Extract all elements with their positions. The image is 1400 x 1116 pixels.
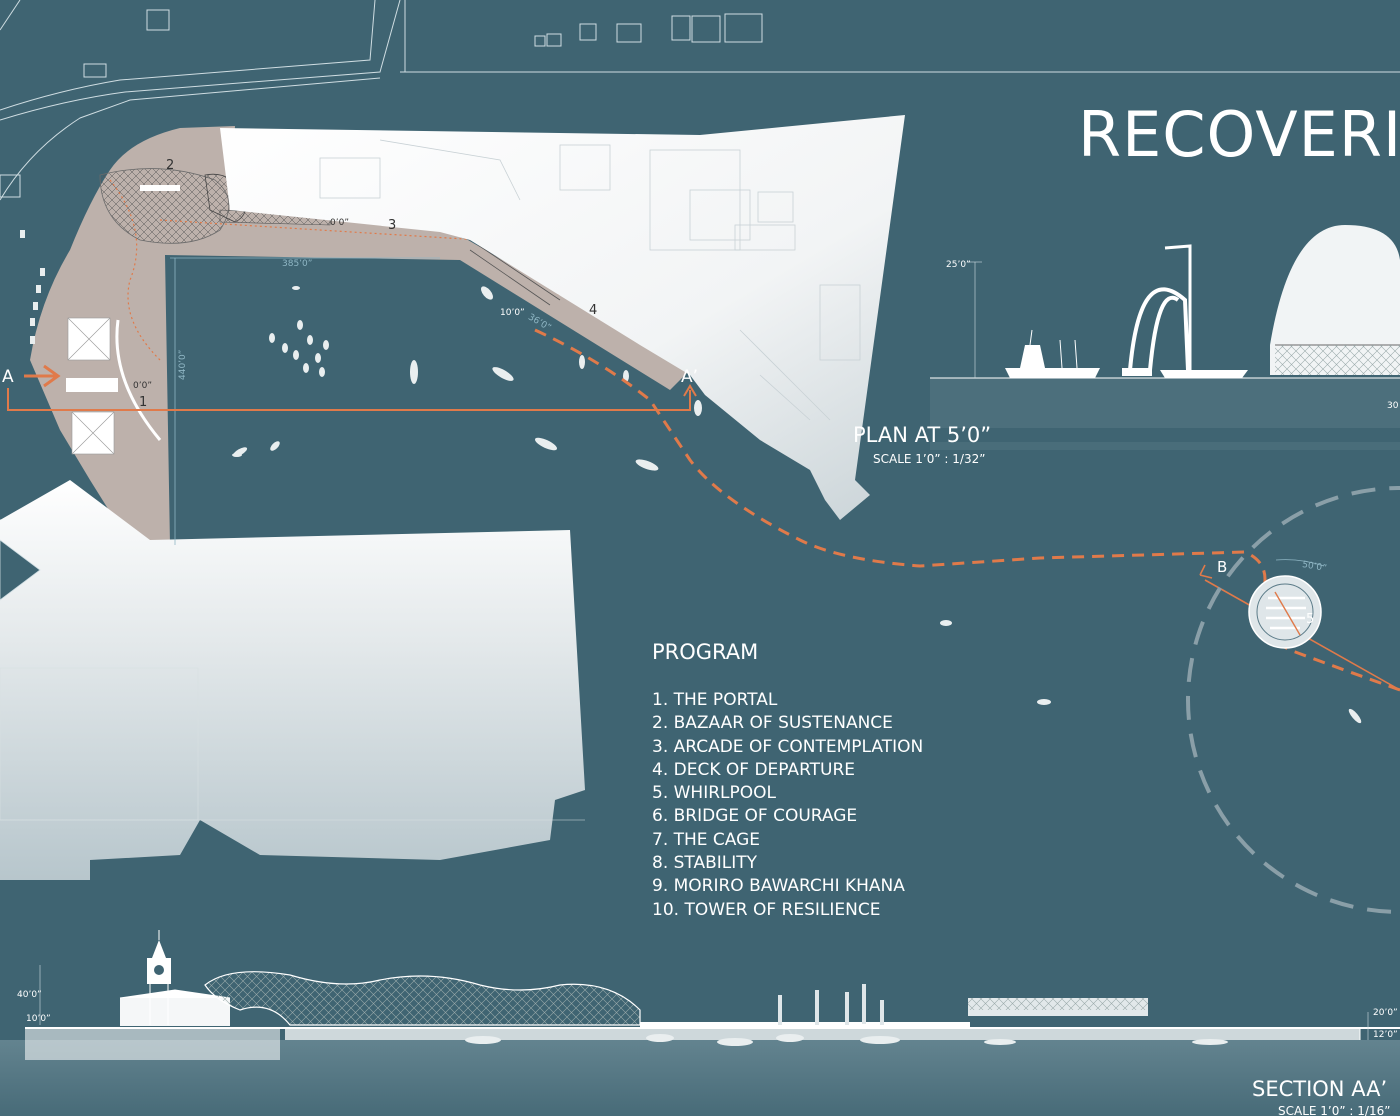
- program-item: 10. TOWER OF RESILIENCE: [652, 899, 881, 920]
- section-level-left-bottom: 10’0”: [26, 1014, 51, 1024]
- program-item: 7. THE CAGE: [652, 829, 761, 850]
- elevation-level-right: 30: [1387, 401, 1399, 411]
- plan-label: PLAN AT 5’0”: [853, 423, 992, 447]
- land-south: [0, 480, 585, 880]
- section-cut-a-label: A: [2, 367, 14, 387]
- land-north-outlines: [319, 139, 861, 421]
- section-label: SECTION AA’: [1252, 1077, 1388, 1101]
- program-item: 4. DECK OF DEPARTURE: [652, 759, 856, 780]
- program-list: 1. THE PORTAL 2. BAZAAR OF SUSTENANCE 3.…: [652, 689, 923, 922]
- section-level-left-top: 40’0”: [17, 990, 42, 1000]
- level-10: 10’0”: [500, 308, 525, 318]
- section-cut-aa: [7, 364, 697, 411]
- section-scale: SCALE 1’0” : 1/16”: [1278, 1104, 1391, 1116]
- zone-1-label: 1: [139, 395, 148, 410]
- section-cut-a-prime-label: A’: [681, 367, 699, 387]
- road-lines: [0, 0, 1400, 201]
- level-0-b: 0’0”: [330, 218, 349, 228]
- basin-dimensions: [170, 257, 440, 545]
- program-item: 8. STABILITY: [652, 853, 758, 874]
- plan-scale: SCALE 1’0” : 1/32”: [873, 452, 986, 466]
- program-item: 9. MORIRO BAWARCHI KHANA: [652, 876, 905, 897]
- whirlpool-dashed-circle: [1186, 486, 1400, 914]
- program-item: 2. BAZAAR OF SUSTENANCE: [652, 713, 893, 734]
- section-cut-b-label: B: [1217, 558, 1228, 576]
- dimension-height: 440’0”: [178, 349, 188, 380]
- whirlpool-structure: [1248, 575, 1322, 649]
- land-north: [220, 115, 905, 520]
- program-item: 5. WHIRLPOOL: [652, 783, 776, 804]
- program-item: 6. BRIDGE OF COURAGE: [652, 806, 858, 827]
- program-item: 1. THE PORTAL: [652, 690, 778, 710]
- dimension-width: 385’0”: [282, 259, 313, 269]
- page-title: RECOVERIN: [1078, 98, 1400, 171]
- zone-3-label: 3: [388, 218, 397, 233]
- zone-2-label: 2: [166, 158, 175, 173]
- top-buildings: [0, 9, 763, 581]
- section-level-right-bottom: 12’0”: [1373, 1030, 1398, 1040]
- section-level-right-top: 20’0”: [1373, 1008, 1398, 1018]
- section-drawing: [0, 930, 1400, 1116]
- program-heading: PROGRAM: [652, 640, 759, 664]
- left-dock-boats: [20, 230, 45, 344]
- level-0-a: 0’0”: [133, 381, 152, 391]
- program-item: 3. ARCADE OF CONTEMPLATION: [652, 736, 924, 757]
- elevation-strip: [930, 225, 1400, 450]
- zone-4-label: 4: [589, 303, 598, 318]
- elevation-level-left: 25’0”: [946, 260, 971, 270]
- boats: [232, 286, 1362, 724]
- zone-5-label: 5: [1306, 612, 1315, 627]
